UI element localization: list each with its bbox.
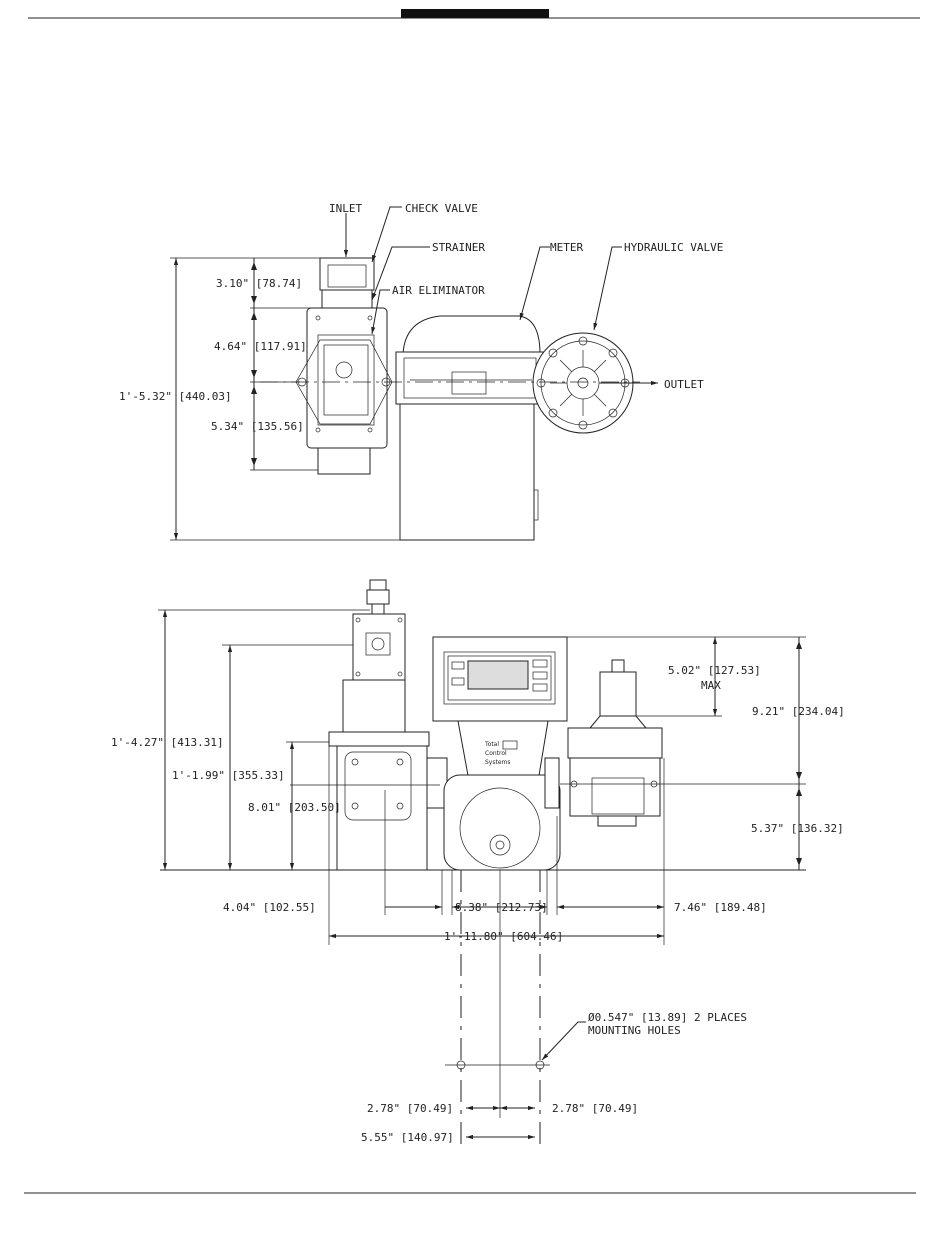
mounting-holes-label: MOUNTING HOLES — [588, 1024, 681, 1037]
label-hydraulic-valve: HYDRAULIC VALVE — [624, 241, 723, 254]
dim-front-overall-width: 1'-11.80" [604.46] — [444, 930, 563, 943]
brand-control: Control — [485, 750, 507, 757]
label-inlet: INLET — [329, 202, 362, 215]
dim-front-overall-height: 1'-4.27" [413.31] — [111, 736, 224, 749]
dim-front-max: MAX — [701, 679, 721, 692]
dim-front-4-04: 4.04" [102.55] — [223, 901, 316, 914]
page-frame — [24, 9, 920, 1194]
top-view: INLET CHECK VALVE STRAINER METER HYDRAUL… — [119, 202, 723, 541]
dim-front-5-02: 5.02" [127.53] — [668, 664, 761, 677]
dim-top-4-64: 4.64" [117.91] — [214, 340, 307, 353]
dim-front-8-01: 8.01" [203.50] — [248, 801, 341, 814]
dim-top-5-34: 5.34" [135.56] — [211, 420, 304, 433]
mounting-holes-view: Ø0.547" [13.89] 2 PLACES MOUNTING HOLES … — [361, 870, 747, 1148]
dim-mount-left-half: 2.78" [70.49] — [367, 1102, 453, 1115]
mounting-holes-diameter: Ø0.547" [13.89] 2 PLACES — [588, 1011, 747, 1024]
dim-front-1-1-99: 1'-1.99" [355.33] — [172, 769, 285, 782]
label-check-valve: CHECK VALVE — [405, 202, 478, 215]
dim-front-5-37: 5.37" [136.32] — [751, 822, 844, 835]
dim-front-9-21: 9.21" [234.04] — [752, 705, 845, 718]
dim-mount-total: 5.55" [140.97] — [361, 1131, 454, 1144]
dim-top-3-10: 3.10" [78.74] — [216, 277, 302, 290]
label-strainer: STRAINER — [432, 241, 485, 254]
label-meter: METER — [550, 241, 583, 254]
dim-mount-right-half: 2.78" [70.49] — [552, 1102, 638, 1115]
dim-top-overall: 1'-5.32" [440.03] — [119, 390, 232, 403]
dim-front-8-38: 8.38" [212.73] — [455, 901, 548, 914]
front-view: Total Control Systems — [111, 579, 845, 945]
label-outlet: OUTLET — [664, 378, 704, 391]
dim-front-7-46: 7.46" [189.48] — [674, 901, 767, 914]
label-air-eliminator: AIR ELIMINATOR — [392, 284, 485, 297]
brand-systems: Systems — [485, 759, 511, 766]
brand-total: Total — [484, 741, 499, 748]
